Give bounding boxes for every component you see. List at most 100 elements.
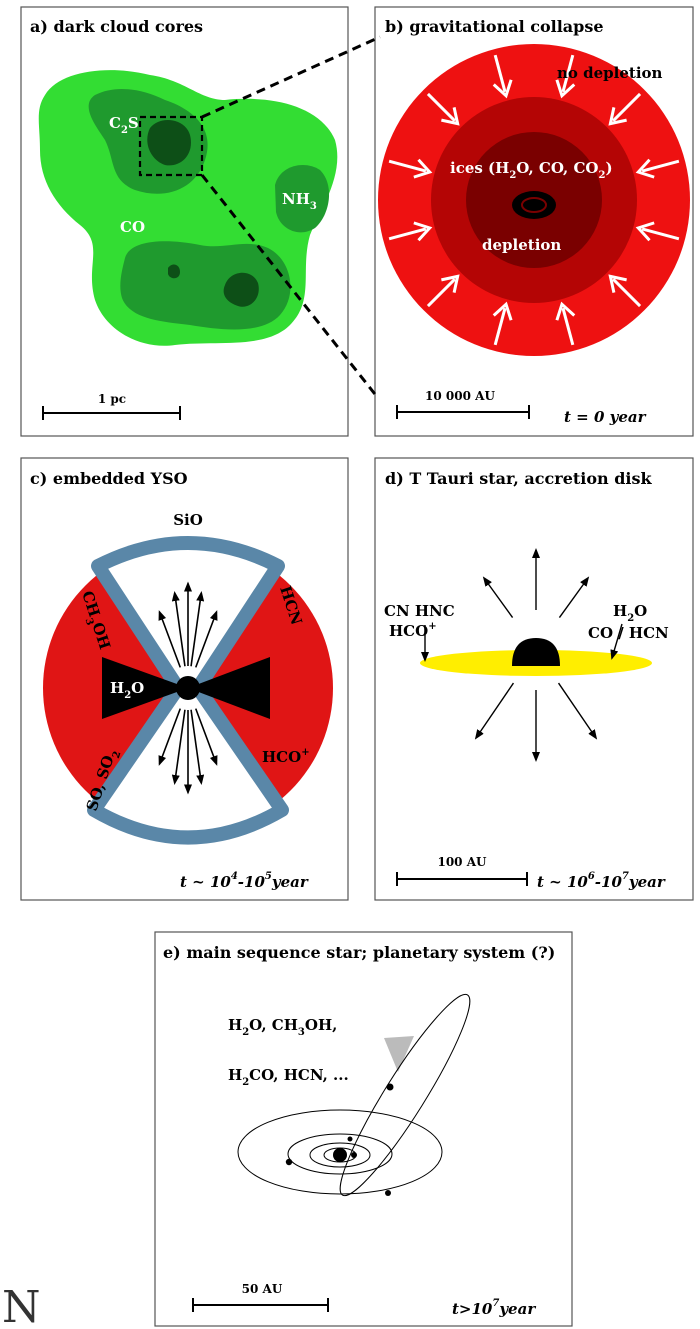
label-hco-c-a: HCO bbox=[262, 748, 301, 766]
infall-arrow bbox=[608, 92, 642, 126]
label-ices-b: O, CO, CO bbox=[516, 159, 598, 177]
infall-arrow bbox=[388, 221, 433, 242]
t-tauri-star bbox=[512, 638, 560, 666]
label-e-line1-b: O, CH bbox=[249, 1016, 298, 1034]
zoom-box bbox=[138, 115, 204, 177]
time-d-exp1: 6 bbox=[588, 871, 595, 882]
label-so-sub: 2 bbox=[111, 750, 124, 760]
comet-tail bbox=[384, 1036, 414, 1072]
outflow-arrow bbox=[190, 709, 205, 785]
panel-a-dark-cloud-cores: a) dark cloud cores C2S NH3 CO 1 pc bbox=[20, 6, 349, 437]
panel-c-embedded-yso: c) embedded YSO SiO CH3OH HCN H2O SO, SO… bbox=[20, 457, 349, 901]
label-ices-sub1: 2 bbox=[509, 170, 516, 181]
panel-e-frame bbox=[154, 931, 573, 1327]
infall-arrow bbox=[492, 301, 513, 346]
label-h2o-c: H2O bbox=[110, 679, 144, 701]
label-ices-a: ices (H bbox=[450, 159, 509, 177]
scale-d-label: 100 AU bbox=[437, 855, 487, 869]
panel-d-t-tauri-star: d) T Tauri star, accretion disk CN HNC H… bbox=[374, 457, 694, 901]
label-cn-hnc: CN HNC bbox=[384, 602, 455, 620]
label-h2o-d-sub: 2 bbox=[627, 613, 634, 624]
panel-b-gravitational-collapse: b) gravitational collapse no depletion i… bbox=[374, 6, 694, 437]
scale-a-label: 1 pc bbox=[98, 392, 126, 406]
label-ices-c: ) bbox=[605, 159, 612, 177]
time-e-label: t>107year bbox=[452, 1298, 536, 1318]
label-e-line1-sub1: 2 bbox=[242, 1027, 249, 1038]
scale-b-label: 10 000 AU bbox=[425, 389, 495, 403]
planet-4 bbox=[347, 1136, 353, 1142]
panel-e-planetary-system: e) main sequence star; planetary system … bbox=[154, 931, 573, 1327]
time-d-b: -10 bbox=[595, 873, 623, 891]
collapse-core bbox=[512, 191, 556, 219]
cloud-mid-region-nh3 bbox=[275, 165, 330, 233]
scale-bar-e: 50 AU bbox=[192, 1282, 329, 1312]
label-e-line2-b: CO, HCN, ... bbox=[249, 1066, 349, 1084]
wind-arrows bbox=[421, 548, 623, 762]
label-hco-d-a: HCO bbox=[389, 622, 428, 640]
infall-arrow bbox=[426, 92, 460, 126]
time-d-label: t ~ 106-107year bbox=[537, 871, 666, 891]
comet-nucleus bbox=[386, 1083, 394, 1091]
infall-arrow bbox=[635, 221, 680, 242]
wind-arrow bbox=[558, 576, 590, 618]
outflow-arrow bbox=[190, 591, 205, 667]
infall-arrow bbox=[635, 158, 680, 179]
wind-arrow bbox=[474, 682, 515, 740]
scale-e-label: 50 AU bbox=[242, 1282, 283, 1296]
infall-arrow bbox=[492, 54, 513, 99]
panel-d-title: d) T Tauri star, accretion disk bbox=[385, 469, 653, 488]
planet-orbit-mid bbox=[287, 1133, 393, 1175]
outflow-arrows bbox=[158, 581, 218, 795]
yso-disk bbox=[102, 657, 188, 719]
cloud-dark-core-south bbox=[223, 272, 259, 307]
label-c2s: C2S bbox=[109, 114, 139, 136]
planet-orbit-outer bbox=[237, 1109, 443, 1195]
scale-bar-a: 1 pc bbox=[42, 392, 181, 420]
label-co-hcn: CO / HCN bbox=[588, 624, 669, 642]
zoom-line-bottom bbox=[200, 174, 380, 399]
label-no-depletion: no depletion bbox=[557, 64, 663, 82]
planet-2 bbox=[285, 1158, 293, 1166]
panel-e-title: e) main sequence star; planetary system … bbox=[163, 943, 555, 962]
time-d-a: t ~ 10 bbox=[537, 873, 588, 891]
label-c2s-c: C bbox=[109, 114, 121, 132]
label-h2o-c-b: O bbox=[131, 679, 144, 697]
planet-3 bbox=[385, 1190, 391, 1196]
outflow-arrow bbox=[194, 708, 218, 766]
zoom-line-top bbox=[201, 35, 381, 119]
label-c2s-s: S bbox=[128, 114, 139, 132]
label-ices-sub2: 2 bbox=[599, 170, 606, 181]
time-c-exp1: 4 bbox=[231, 871, 238, 882]
panel-b-title: b) gravitational collapse bbox=[385, 17, 604, 36]
label-h2o-c-a: H bbox=[110, 679, 124, 697]
scale-bar-d: 100 AU bbox=[396, 855, 528, 886]
outflow-arrow bbox=[194, 610, 218, 668]
label-c2s-sub: 2 bbox=[121, 125, 128, 136]
margin-glyph: N bbox=[2, 1282, 41, 1329]
outflow-arrow bbox=[171, 709, 186, 785]
outflow-arrow bbox=[158, 708, 182, 766]
label-e-line2: H2CO, HCN, ... bbox=[228, 1066, 349, 1088]
panel-d-frame bbox=[374, 457, 694, 901]
label-nh3: NH3 bbox=[282, 190, 317, 212]
time-d-exp2: 7 bbox=[622, 871, 629, 882]
time-c-exp2: 5 bbox=[265, 871, 272, 882]
planet-1 bbox=[351, 1152, 357, 1158]
label-depletion: depletion bbox=[482, 236, 561, 254]
outflow-arrow bbox=[171, 591, 186, 667]
label-e-line2-sub: 2 bbox=[242, 1077, 249, 1088]
label-h2o-d: H2O bbox=[613, 602, 647, 624]
label-hco-c: HCO+ bbox=[262, 747, 310, 766]
yso-protostar bbox=[176, 676, 200, 700]
label-h2o-d-b: O bbox=[634, 602, 647, 620]
time-b-label: t = 0 year bbox=[564, 408, 647, 426]
accretion-arrow-right bbox=[610, 623, 623, 660]
label-hco-d-sup: + bbox=[428, 621, 436, 632]
label-e-line1: H2O, CH3OH, bbox=[228, 1016, 337, 1038]
label-e-line1-c: OH, bbox=[305, 1016, 337, 1034]
label-nh3-sub: 3 bbox=[310, 201, 317, 212]
cloud-dark-core-west bbox=[168, 264, 180, 279]
scale-bar-b: 10 000 AU bbox=[396, 389, 530, 419]
wind-arrow bbox=[482, 576, 514, 618]
